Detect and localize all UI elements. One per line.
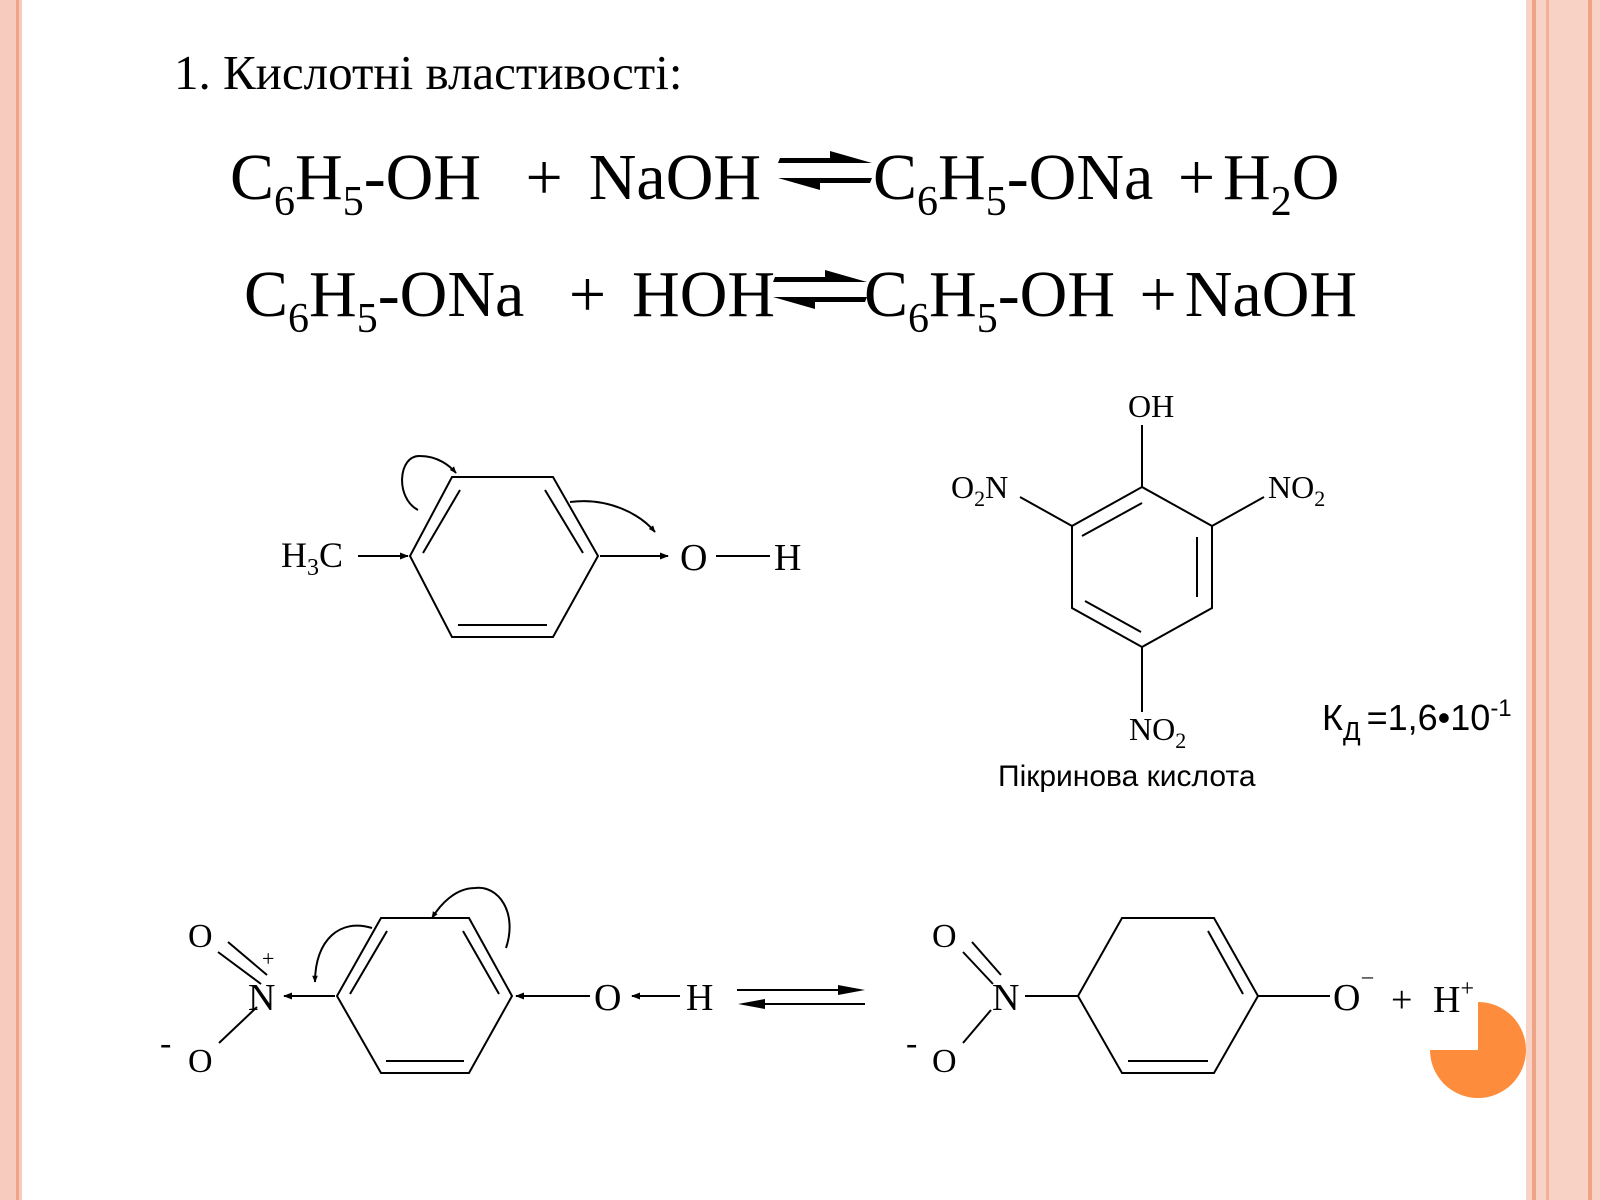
methyl-group: H3C xyxy=(281,535,343,581)
phenolate-nitro-o-bottom-charge: - xyxy=(906,1025,917,1062)
phenol-oxygen: O xyxy=(594,977,621,1019)
picric-no2-right: NO2 xyxy=(1268,469,1325,511)
nitro-o-bottom: O xyxy=(188,1043,213,1080)
cresol-oxygen: O xyxy=(680,537,707,579)
cresol-hydrogen: H xyxy=(774,537,801,579)
nitro-o-top: O xyxy=(188,918,213,955)
phenol-hydrogen: H xyxy=(686,977,713,1019)
p-nitrophenol-structure xyxy=(217,886,680,1074)
equilibrium-arrow-2 xyxy=(773,270,867,309)
phenolate-nitro-o-top: O xyxy=(932,918,957,955)
phenolate-oxygen-charge: – xyxy=(1361,963,1374,988)
picric-no2-bottom: NO2 xyxy=(1129,711,1186,753)
right-border xyxy=(1526,0,1600,1200)
equation-2-left: C6H5-ONa +HOH xyxy=(244,258,776,342)
picric-no2-left: O2N xyxy=(951,469,1008,511)
proton: H+ xyxy=(1433,976,1474,1021)
nitro-o-bottom-charge: - xyxy=(160,1025,171,1062)
p-cresol-structure xyxy=(358,454,770,638)
p-nitrophenolate-structure xyxy=(962,917,1330,1074)
orange-pie-decoration xyxy=(1430,1002,1526,1098)
right-border-line-2 xyxy=(1546,0,1549,1200)
picric-acid-structure xyxy=(1019,425,1265,712)
dissociation-constant: КД=1,6•10-1 xyxy=(1322,695,1512,746)
equilibrium-arrow-1 xyxy=(778,151,872,190)
product-plus: + xyxy=(1391,979,1412,1021)
equation-2-right: C6H5-OH +NaOH xyxy=(864,258,1358,342)
nitro-n: N xyxy=(248,977,275,1019)
right-border-line-3 xyxy=(1588,0,1592,1200)
phenolate-oxygen: O xyxy=(1333,977,1360,1019)
equation-1-right: C6H5-ONa +H2O xyxy=(873,141,1340,225)
slide-title: 1. Кислотні властивості: xyxy=(174,45,683,100)
phenolate-nitro-n: N xyxy=(992,977,1019,1019)
equilibrium-arrow-3 xyxy=(737,985,865,1009)
nitro-n-charge: + xyxy=(262,946,274,971)
picric-acid-name: Пікринова кислота xyxy=(998,760,1256,793)
picric-oh: OH xyxy=(1128,388,1174,424)
phenolate-nitro-o-bottom: O xyxy=(932,1043,957,1080)
right-border-line-1 xyxy=(1532,0,1536,1200)
equation-1-left: C6H5-OH +NaOH xyxy=(230,141,762,225)
left-border-line xyxy=(16,0,19,1200)
